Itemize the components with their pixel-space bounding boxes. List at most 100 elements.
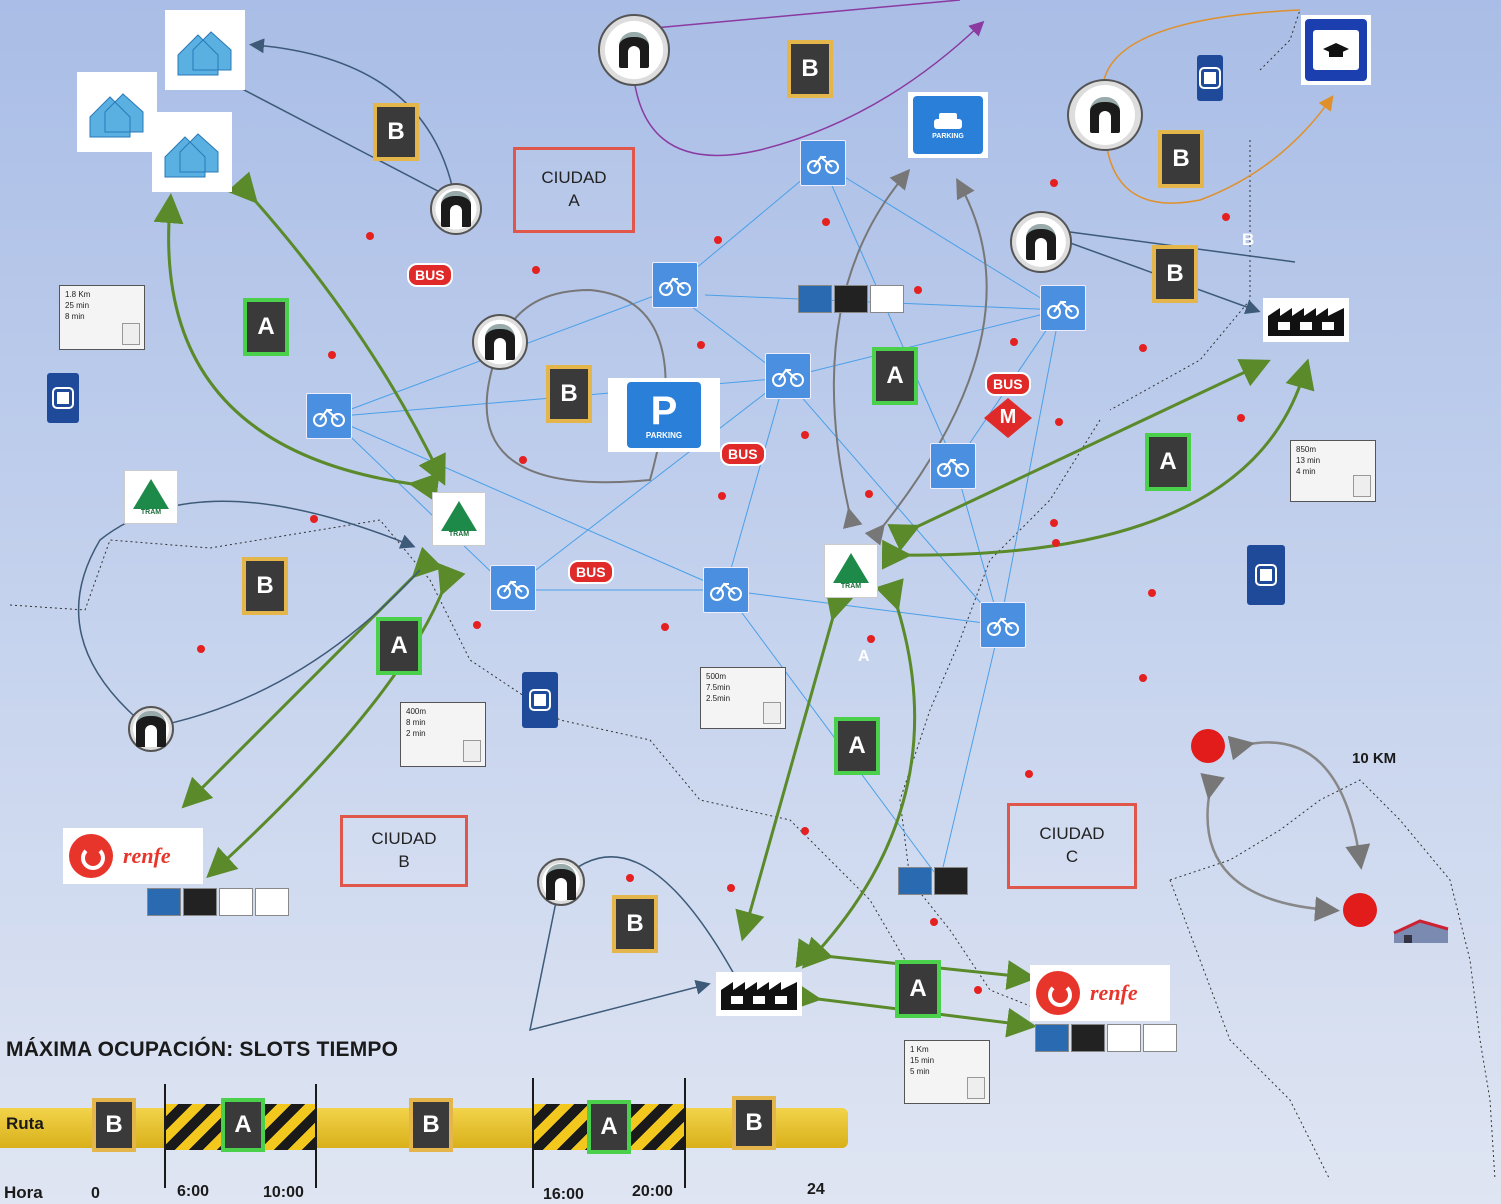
- distance-info-box: 400m 8 min 2 min: [400, 702, 486, 767]
- bike-time-text: 8 min: [65, 311, 85, 321]
- timeline-slot-a: A: [587, 1100, 631, 1154]
- bus-icon: [934, 867, 968, 895]
- route-b-badge: B: [1152, 245, 1198, 303]
- route-b-badge: B: [242, 557, 288, 615]
- timeline-tick: 6:00: [177, 1183, 210, 1200]
- city-a-label: CIUDAD: [541, 168, 607, 188]
- timeline-slot-b: B: [409, 1098, 453, 1152]
- route-grey-parking-2a: [832, 168, 911, 529]
- tram-stop-icon: TRAM: [124, 470, 178, 524]
- bike-station-icon: [652, 262, 698, 308]
- timeline-slot-a: A: [221, 1098, 265, 1152]
- distance-info-box: 1 Km 15 min 5 min: [904, 1040, 990, 1104]
- walk-bike-icon: [967, 1077, 985, 1099]
- factory-icon: [716, 972, 802, 1016]
- metro-m-sign: M: [982, 396, 1034, 440]
- distance-text: 500m: [706, 672, 727, 681]
- walk-time-text: 7.5min: [706, 682, 731, 692]
- car-icon: [934, 112, 962, 129]
- walk-time-text: 13 min: [1296, 455, 1321, 465]
- bike-icon: [1035, 1024, 1069, 1052]
- bike-station-icon: [490, 565, 536, 611]
- bike-station-icon: [703, 567, 749, 613]
- bike-station-icon: [930, 443, 976, 489]
- timeline-row-hora: Hora: [4, 1183, 43, 1202]
- route-a-badge: A: [1145, 433, 1191, 491]
- walk-bike-icon: [122, 323, 140, 345]
- parking-car-sign: PARKING: [908, 92, 988, 158]
- university-sign-icon: [1301, 15, 1371, 85]
- stop-icon: [255, 888, 289, 916]
- walk-bike-icon: [463, 740, 481, 762]
- distance-info-box: 500m 7.5min 2.5min: [700, 667, 786, 729]
- tram-stop-icon: TRAM: [824, 544, 878, 598]
- distance-info-box: 850m 13 min 4 min: [1290, 440, 1376, 502]
- factory-icon: [1263, 298, 1349, 342]
- walk-time-text: 8 min: [406, 717, 426, 727]
- bike-icon: [798, 285, 832, 313]
- bus-stop-sign-icon: [1247, 545, 1285, 605]
- graduation-cap-icon: [1323, 43, 1349, 57]
- city-c-letter: C: [1065, 847, 1079, 866]
- timeline-tick: 20:00: [632, 1183, 673, 1200]
- renfe-station-logo: renfe: [63, 828, 203, 884]
- walk-bike-icon: [1353, 475, 1371, 497]
- house-icon: [152, 112, 232, 192]
- route-purple: [631, 20, 985, 157]
- station-building-icon: [1390, 915, 1452, 947]
- distance-text: 1.8 Km: [65, 290, 91, 299]
- service-icons-strip: [898, 867, 968, 895]
- metro-station-icon: [430, 183, 482, 235]
- bus-icon: [183, 888, 217, 916]
- renfe-logo-icon: [69, 834, 113, 878]
- route-a-badge: A: [243, 298, 289, 356]
- bus-icon: [834, 285, 868, 313]
- tram-label: TRAM: [140, 508, 162, 516]
- parking-sign: P PARKING: [608, 378, 720, 452]
- timeline-tick: 10:00: [263, 1184, 304, 1201]
- city-a-box: CIUDAD A: [513, 147, 635, 233]
- bike-station-icon: [800, 140, 846, 186]
- timeline-divider: [684, 1078, 686, 1188]
- timeline-slot-b: B: [92, 1098, 136, 1152]
- bus-stop-label: BUS: [407, 263, 453, 287]
- distance-text: 400m: [406, 707, 427, 716]
- metro-station-icon: [472, 314, 528, 370]
- bike-station-icon: [765, 353, 811, 399]
- route-b-badge: B: [1158, 130, 1204, 188]
- bus-stop-label: BUS: [985, 372, 1031, 396]
- scale-arrows: [1200, 735, 1371, 922]
- metro-diamond-icon: [984, 398, 1032, 438]
- scale-label: 10 KM: [1352, 750, 1397, 767]
- boundary-east: [1109, 140, 1496, 1181]
- bike-time-text: 4 min: [1296, 466, 1316, 476]
- route-b-badge: B: [546, 365, 592, 423]
- accessible-icon: [1107, 1024, 1141, 1052]
- plain-b-label: B: [1242, 230, 1255, 249]
- renfe-label: renfe: [123, 843, 171, 868]
- bus-stop-sign-icon: [47, 373, 79, 423]
- tram-label: TRAM: [448, 530, 470, 538]
- timeline-divider: [164, 1084, 166, 1188]
- route-b-arrows: [77, 38, 1296, 1032]
- distance-text: 850m: [1296, 445, 1317, 454]
- bike-time-text: 2.5min: [706, 693, 731, 703]
- bike-icon: [147, 888, 181, 916]
- timeline-title: MÁXIMA OCUPACIÓN: SLOTS TIEMPO: [6, 1038, 399, 1061]
- timeline-tick: 24: [807, 1181, 825, 1198]
- bus-stop-sign-icon: [522, 672, 558, 728]
- timeline-divider: [315, 1084, 317, 1188]
- bus-stop-label: BUS: [720, 442, 766, 466]
- route-b-badge: B: [787, 40, 833, 98]
- tram-label: TRAM: [840, 582, 862, 590]
- metro-station-icon: [598, 14, 670, 86]
- route-a-badge: A: [895, 960, 941, 1018]
- tram-stop-icon: TRAM: [432, 492, 486, 546]
- plain-a-label: A: [858, 648, 870, 665]
- route-grey-parking-2b: [864, 177, 988, 546]
- bike-station-icon: [306, 393, 352, 439]
- service-icons-strip: [798, 285, 904, 313]
- bike-time-text: 5 min: [910, 1066, 930, 1076]
